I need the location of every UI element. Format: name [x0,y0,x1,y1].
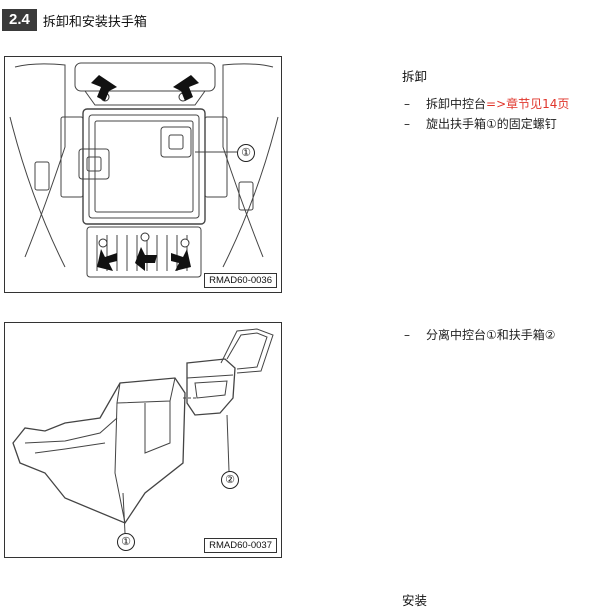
removal-heading: 拆卸 [402,69,428,84]
figure-console-top-view: ① RMAD60-0036 [4,56,282,293]
section-number: 2.4 [2,9,37,31]
step-item: – 旋出扶手箱①的固定螺钉 [404,115,557,132]
figure-console-separation: ② ① RMAD60-0037 [4,322,282,558]
callout-2: ② [221,471,239,489]
step-text: 旋出扶手箱①的固定螺钉 [426,117,557,131]
step-dash: – [404,117,410,131]
step-text: 拆卸中控台 [426,97,487,111]
step-item: – 分离中控台①和扶手箱② [404,326,556,343]
console-top-view-drawing [9,62,279,278]
callout-1: ① [117,533,135,551]
figure-code: RMAD60-0036 [204,273,277,288]
section-header: 2.4 拆卸和安装扶手箱 [2,9,147,31]
section-title: 拆卸和安装扶手箱 [42,14,147,30]
step-dash: – [404,97,410,111]
page-reference-link[interactable]: =>章节见14页 [486,97,570,111]
step-item: – 拆卸中控台=>章节见14页 [404,95,569,112]
console-separation-drawing [12,328,274,534]
figure-code: RMAD60-0037 [204,538,277,553]
callout-1: ① [237,144,255,162]
step-dash: – [404,328,410,342]
step-text: 分离中控台①和扶手箱② [426,328,556,342]
